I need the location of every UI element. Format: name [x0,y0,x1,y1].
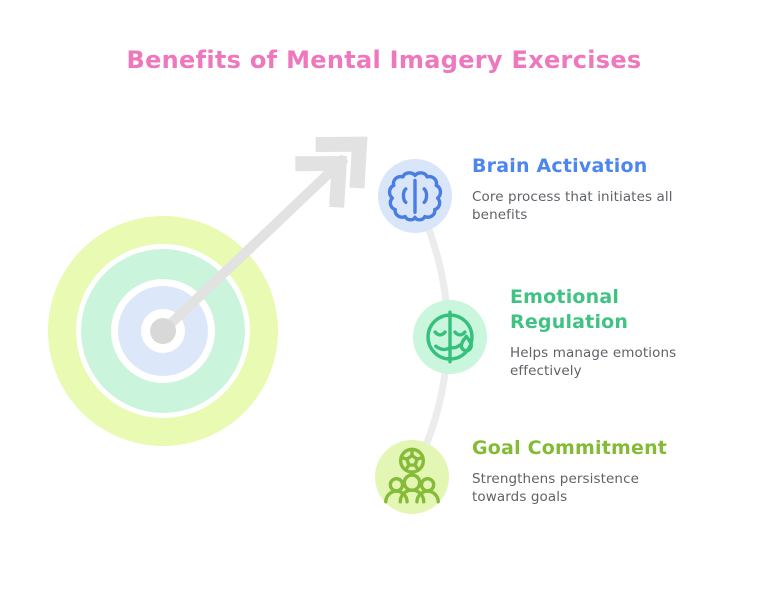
benefit-heading: Goal Commitment [472,437,668,459]
benefit-heading: Brain Activation [472,155,648,177]
arrow-fletching [295,136,368,208]
calm-face-tear-icon [426,310,474,364]
arrow [150,136,368,344]
emotional-regulation-bubble [413,300,487,374]
page-title: Benefits of Mental Imagery Exercises [126,46,642,74]
brain-icon [387,171,443,222]
benefit-heading: Emotional Regulation [510,286,629,333]
benefit-description: Helps manage emotions effectively [510,345,677,379]
benefit-description: Strengthens persistence towards goals [472,471,640,505]
goal-commitment-bubble [375,440,449,514]
brain-activation-bubble [378,159,452,233]
arrow-shaft [159,154,349,335]
benefit-item-emotional-regulation: Emotional Regulation Helps manage emotio… [510,285,725,380]
benefit-item-brain-activation: Brain Activation Core process that initi… [472,154,687,224]
bullseye-dot [150,318,176,344]
benefit-item-goal-commitment: Goal Commitment Strengthens persistence … [472,436,687,506]
soccer-ball-team-icon [384,447,440,504]
benefit-description: Core process that initiates all benefits [472,189,673,223]
